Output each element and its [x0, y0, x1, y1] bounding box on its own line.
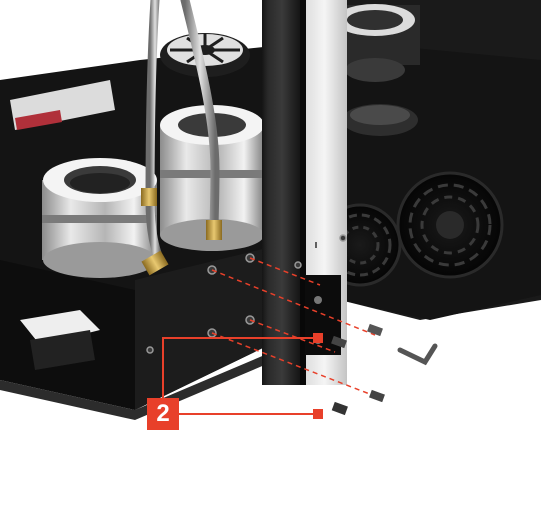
- mounting-hole: [146, 234, 347, 354]
- screw: [331, 323, 385, 416]
- spindle-heatsink: [160, 33, 250, 77]
- fan-grille: [396, 171, 504, 279]
- step-number-badge: 2: [147, 398, 179, 430]
- brass-fitting: [141, 188, 222, 276]
- hex-key: [397, 343, 438, 366]
- braided-hose: [145, 0, 220, 267]
- callout-marker: [313, 409, 323, 419]
- aluminum-rail: [262, 0, 347, 385]
- callout-marker: [313, 333, 323, 343]
- ring-collar: [42, 158, 157, 278]
- callout-leader: [162, 337, 318, 415]
